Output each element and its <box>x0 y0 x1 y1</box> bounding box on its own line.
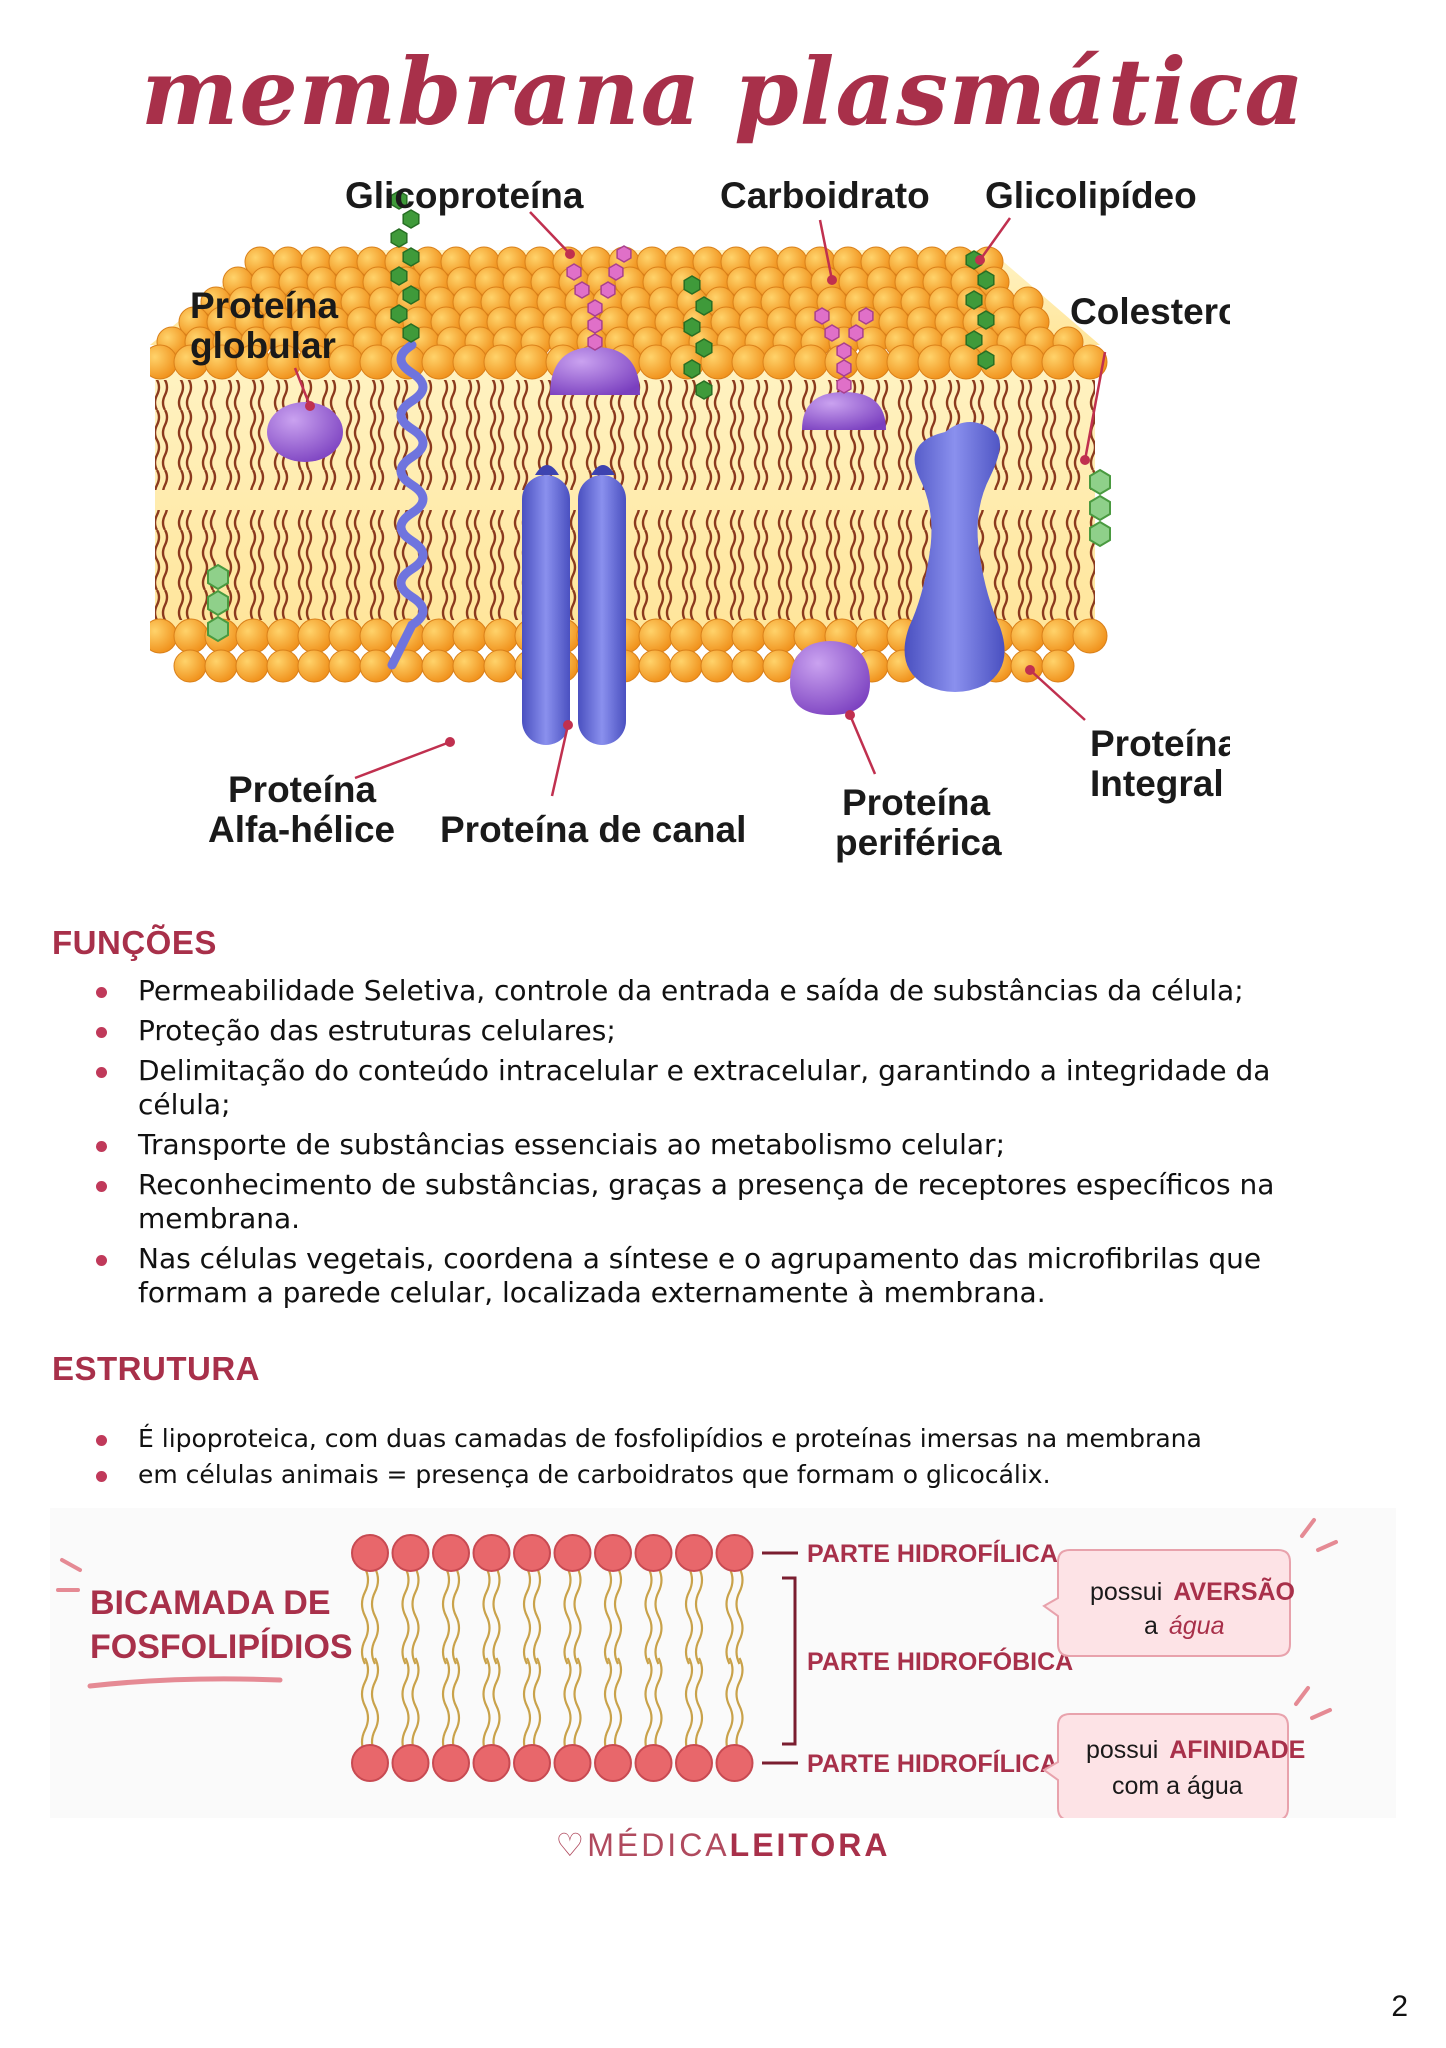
bubble2-sparks <box>1294 1686 1332 1720</box>
list-item: Delimitação do conteúdo intracelular e e… <box>94 1054 1344 1122</box>
alpha-helix-protein <box>387 340 428 670</box>
leader-lines <box>293 211 1107 797</box>
svg-text:possui AVERSÃO: possui AVERSÃO <box>1090 1576 1295 1606</box>
part-middle-label: PARTE HIDROFÓBICA <box>807 1646 1073 1676</box>
label-carboidrato: Carboidrato <box>720 175 930 216</box>
label-glicoproteina: Glicoproteína <box>345 175 584 216</box>
glycoprotein-base <box>550 347 640 395</box>
title-underline <box>87 1676 283 1689</box>
bullet-icon <box>96 1067 107 1078</box>
page-number: 2 <box>1391 1990 1408 2023</box>
label-integral-2: Integral <box>1090 763 1224 804</box>
leader-dots <box>305 249 1090 747</box>
list-item: Transporte de substâncias essenciais ao … <box>94 1128 1344 1162</box>
bilayer-title-2: FOSFOLIPÍDIOS <box>90 1628 353 1666</box>
integral-protein <box>904 422 1005 692</box>
bullet-icon <box>96 1027 107 1038</box>
bracket-lines <box>762 1551 798 1765</box>
label-glicolipideo: Glicolipídeo <box>985 175 1197 216</box>
label-alfa-helice-1: Proteína <box>228 769 376 810</box>
list-item: É lipoproteica, com duas camadas de fosf… <box>94 1422 1344 1456</box>
list-item: em células animais = presença de carboid… <box>94 1458 1344 1492</box>
title-sparks <box>56 1558 82 1592</box>
svg-text:a água: a água <box>1144 1612 1225 1640</box>
aversao-bubble: possui AVERSÃO a água <box>1042 1549 1295 1657</box>
cholesterol <box>207 468 1111 643</box>
label-periferica-1: Proteína <box>842 782 990 823</box>
estrutura-heading: ESTRUTURA <box>52 1350 260 1387</box>
list-item: Nas células vegetais, coordena a síntese… <box>94 1242 1344 1310</box>
bullet-icon <box>96 1141 107 1152</box>
page-title: membrana plasmática <box>141 38 1305 146</box>
brand-logo: ♡MÉDICALEITORA <box>555 1827 891 1863</box>
list-item: Permeabilidade Seletiva, controle da ent… <box>94 974 1344 1008</box>
label-colesterol: Colesterol <box>1070 291 1230 332</box>
channel-protein <box>522 465 626 745</box>
bubble1-sparks <box>1300 1518 1338 1552</box>
bullet-icon <box>96 1181 107 1192</box>
estrutura-list: É lipoproteica, com duas camadas de fosf… <box>94 1422 1344 1494</box>
bilayer-diagram: BICAMADA DE FOSFOLIPÍDIOS PARTE HIDROFÍL… <box>50 1508 1396 1818</box>
label-alfa-helice-2: Alfa-hélice <box>208 809 395 850</box>
bullet-icon <box>96 1435 107 1446</box>
funcoes-heading: FUNÇÕES <box>52 924 217 961</box>
carbohydrate-trees <box>566 245 874 394</box>
label-periferica-2: periférica <box>835 822 1002 863</box>
label-proteina-globular-2: globular <box>190 325 336 366</box>
bilayer-heads <box>351 1534 754 1782</box>
bullet-icon <box>96 1255 107 1266</box>
globular-protein <box>267 402 343 462</box>
part-top-label: PARTE HIDROFÍLICA <box>807 1539 1058 1568</box>
label-integral-1: Proteína <box>1090 723 1230 764</box>
afinidade-bubble: possui AFINIDADE com a água <box>1042 1713 1305 1818</box>
svg-text:possui AFINIDADE: possui AFINIDADE <box>1086 1736 1305 1764</box>
bullet-icon <box>96 987 107 998</box>
label-proteina-globular-1: Proteína <box>190 285 338 326</box>
bilayer-title-1: BICAMADA DE <box>90 1584 331 1622</box>
heart-icon: ♡ <box>555 1827 588 1863</box>
label-proteina-canal: Proteína de canal <box>440 809 746 850</box>
glycoprotein-base-2 <box>802 392 886 430</box>
membrane-diagram: Glicoproteína Carboidrato Glicolipídeo P… <box>150 175 1230 863</box>
svg-text:com a água: com a água <box>1112 1772 1243 1800</box>
bilayer-tails <box>360 1567 744 1755</box>
list-item: Proteção das estruturas celulares; <box>94 1014 1344 1048</box>
bullet-icon <box>96 1471 107 1482</box>
part-bottom-label: PARTE HIDROFÍLICA <box>807 1749 1058 1778</box>
list-item: Reconhecimento de substâncias, graças a … <box>94 1168 1344 1236</box>
funcoes-list: Permeabilidade Seletiva, controle da ent… <box>94 974 1344 1316</box>
peripheral-protein <box>790 641 870 715</box>
glycolipid-chains <box>390 190 995 400</box>
